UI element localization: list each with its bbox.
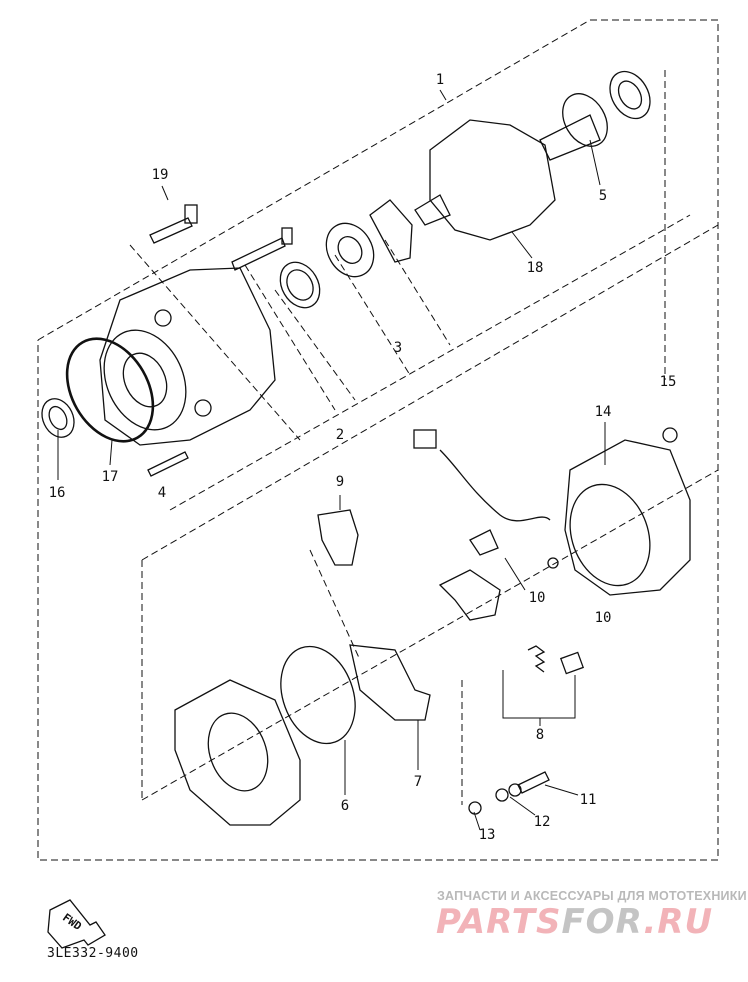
callout-10b: 10 [594,610,612,626]
callout-17: 17 [101,469,119,485]
callout-5: 5 [598,188,608,204]
callout-9: 9 [335,474,345,490]
callout-6: 6 [340,798,350,814]
stator-6 [280,645,356,745]
callout-7: 7 [413,774,423,790]
callout-4: 4 [157,485,167,501]
watermark-brand-2: FOR [561,902,644,942]
wire-lead [413,429,559,569]
bolt-19 [149,204,293,271]
seal-16 [41,398,75,438]
rotor-part-1 [414,70,651,241]
brush-holder-9 [317,509,359,566]
watermark-logo: PARTSFOR.RU [436,902,713,942]
nut-13 [468,801,482,815]
front-housing [99,267,276,446]
callout-1: 1 [435,72,445,88]
watermark-brand-1: PARTS [436,902,562,942]
callout-2: 2 [335,427,345,443]
callout-10a: 10 [528,590,546,606]
callout-18: 18 [526,260,544,276]
callout-13: 13 [478,827,496,843]
callout-12: 12 [533,814,551,830]
brush-holder-10 [438,529,501,621]
regulator-7 [349,644,431,721]
watermark-brand-3: .RU [643,902,714,942]
fwd-arrow-icon [47,899,106,949]
rear-housing [174,679,301,826]
watermark-subtitle: ЗАПЧАСТИ И АКСЕССУАРЫ ДЛЯ МОТОТЕХНИКИ [437,889,747,903]
washer-12 [495,788,509,802]
callout-14: 14 [594,404,612,420]
bearing-3 [279,199,413,309]
spring-brush-8 [527,645,585,675]
cover-14 [564,427,691,596]
assembly-outline [37,19,719,861]
callout-15: 15 [659,374,677,390]
callout-16: 16 [48,485,66,501]
callout-8: 8 [535,727,545,743]
screw-4 [147,451,189,477]
leader-lines [57,89,606,831]
part-code: 3LE332-9400 [47,946,139,961]
callout-19: 19 [151,167,169,183]
screw-11 [508,771,550,797]
o-ring-17 [65,337,155,443]
callout-3: 3 [393,340,403,356]
callout-11: 11 [579,792,597,808]
